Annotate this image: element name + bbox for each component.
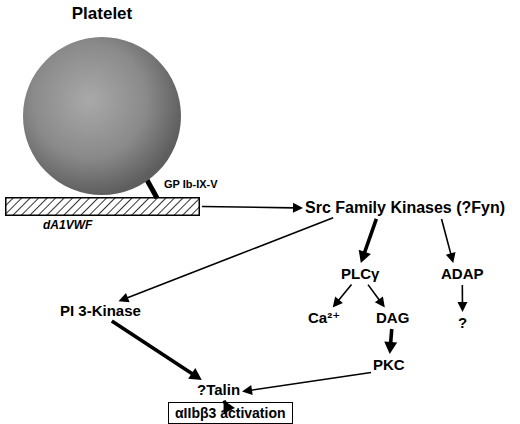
arrow-shaft (202, 207, 294, 208)
sphere-shape (23, 37, 181, 195)
signal-text: PKC (373, 356, 405, 374)
arrow-head (223, 400, 235, 414)
signal-node: ADAP (441, 265, 484, 283)
signal-text: Ca²⁺ (308, 309, 340, 327)
arrow-head (293, 203, 303, 213)
hatched-bar (5, 197, 200, 216)
signal-node: ?Talin (197, 381, 240, 399)
arrow-shaft (127, 218, 333, 298)
arrow-head (333, 297, 343, 308)
arrow-head (446, 252, 456, 263)
outcome-text: αIIbβ3 activation (175, 404, 286, 422)
signal-text: DAG (376, 309, 409, 327)
cell-node: Platelet (18, 0, 186, 198)
signal-node: Ca²⁺ (308, 309, 340, 327)
signal-node: PI 3-Kinase (60, 302, 141, 320)
signal-arrow (223, 400, 235, 414)
arrow-head (188, 368, 202, 380)
arrow-shaft (224, 401, 229, 410)
arrow-head (359, 250, 371, 263)
signal-text: Src Family Kinases (?Fyn) (305, 199, 505, 217)
arrow-shaft (251, 372, 371, 390)
signal-node: PKC (373, 356, 405, 374)
arrow-shaft (364, 219, 376, 253)
arrow-head (118, 293, 129, 302)
signal-arrow (333, 285, 352, 308)
substrate-node: dA1VWF (5, 197, 200, 216)
signal-node: ? (458, 314, 467, 332)
arrow-head (242, 385, 253, 395)
arrow-shaft (442, 219, 451, 254)
signal-text: ?Talin (197, 381, 240, 399)
signal-arrow (359, 219, 377, 263)
arrow-shaft (391, 329, 392, 343)
signal-node: Src Family Kinases (?Fyn) (305, 199, 505, 217)
signal-arrow (242, 372, 371, 395)
receptor-label: GP Ib-IX-V (164, 178, 218, 190)
signal-arrow (457, 285, 467, 312)
substrate-label: dA1VWF (43, 218, 92, 232)
signal-arrow (442, 219, 456, 263)
arrow-head (457, 302, 467, 312)
arrow-head (384, 342, 397, 354)
receptor-stalk (147, 180, 157, 198)
signal-arrow (384, 329, 397, 354)
signal-text: PLCγ (341, 265, 379, 283)
arrow-shaft (462, 285, 464, 303)
signal-text: ADAP (441, 265, 484, 283)
signal-text: ? (458, 314, 467, 332)
platelet-sphere (18, 36, 186, 198)
arrow-head (375, 296, 385, 307)
signal-arrow (112, 321, 202, 380)
signal-node: DAG (376, 309, 409, 327)
signal-arrow (368, 285, 385, 308)
signal-text: PI 3-Kinase (60, 302, 141, 320)
signal-node: PLCγ (341, 265, 379, 283)
arrow-shaft (368, 285, 379, 301)
arrow-shaft (338, 285, 351, 301)
arrow-shaft (112, 321, 193, 374)
signal-arrow (118, 218, 333, 303)
signal-arrow (202, 203, 303, 213)
outcome-box: αIIbβ3 activation (168, 402, 293, 424)
bar-outline (6, 198, 200, 216)
cell-title: Platelet (18, 4, 186, 24)
